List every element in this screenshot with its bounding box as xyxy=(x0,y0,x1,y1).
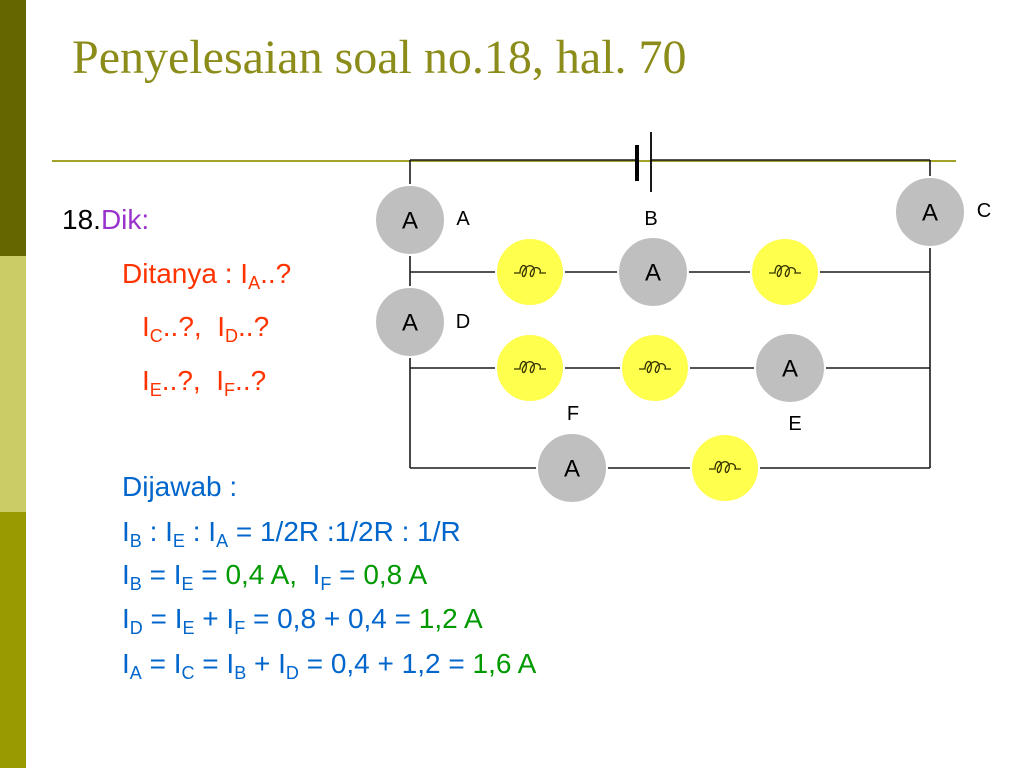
ammeter-label: A xyxy=(402,310,418,337)
eq-subscript: A xyxy=(129,663,142,683)
eq-term: : I xyxy=(184,516,217,547)
eq-term: + I xyxy=(246,648,286,679)
q-ic: I xyxy=(142,311,150,342)
answer-line-4: IA = IC = IB + ID = 0,4 + 1,2 = 1,6 A xyxy=(122,648,537,683)
sidebar-band-light xyxy=(0,256,26,512)
answer-line-2: IB = IE = 0,4 A, IF = 0,8 A xyxy=(122,559,428,594)
q-ic-sub: C xyxy=(149,326,163,346)
eq-subscript: F xyxy=(234,618,246,638)
ammeter-label: A xyxy=(645,260,661,287)
eq-term: I xyxy=(122,516,130,547)
eq-subscript: A xyxy=(216,531,229,551)
eq-term: = 1/2R :1/2R : 1/R xyxy=(228,516,461,547)
eq-term: = 0,8 + 0,4 = xyxy=(245,603,419,634)
ammeter-icon: A xyxy=(754,332,826,404)
title-underline xyxy=(52,160,956,162)
eq-term: = I xyxy=(141,559,182,590)
q-id-sub: D xyxy=(225,326,239,346)
eq-term: 0,8 A xyxy=(363,559,428,590)
node-label-d: D xyxy=(456,311,470,333)
eq-term: I xyxy=(122,603,130,634)
eq-term: I xyxy=(122,559,130,590)
eq-term: = 0,4 + 1,2 = xyxy=(298,648,473,679)
ammeter-icon: A xyxy=(374,286,446,358)
node-label-b: B xyxy=(644,208,657,230)
bulb-icon xyxy=(495,333,565,403)
eq-subscript: F xyxy=(320,574,332,594)
question-line-2: IC..?, ID..? xyxy=(142,311,270,346)
bulb-icon xyxy=(620,333,690,403)
eq-term: 1,6 A xyxy=(472,648,537,679)
eq-term: + I xyxy=(194,603,235,634)
ammeter-icon: A xyxy=(894,176,966,248)
ammeter-label: A xyxy=(402,208,418,235)
ditanya-sub: A xyxy=(248,273,261,293)
eq-subscript: B xyxy=(234,663,247,683)
eq-term: = xyxy=(193,559,226,590)
problem-block: 18.Dik: xyxy=(62,206,149,234)
eq-term: = I xyxy=(142,603,183,634)
eq-term: = xyxy=(331,559,364,590)
answer-line-1: IB : IE : IA = 1/2R :1/2R : 1/R xyxy=(122,516,461,551)
sidebar-band-dark xyxy=(0,0,26,256)
q-id: I xyxy=(217,311,226,342)
bulb-icon xyxy=(750,237,820,307)
node-label-c: C xyxy=(977,200,991,222)
q-if-rest: ..? xyxy=(235,365,267,396)
q-ie-rest: ..?, xyxy=(161,365,217,396)
battery-icon xyxy=(635,132,652,192)
eq-term: 0,4 A, xyxy=(225,559,313,590)
eq-subscript: E xyxy=(181,574,194,594)
slide-title: Penyelesaian soal no.18, hal. 70 xyxy=(72,31,687,84)
eq-subscript: D xyxy=(129,618,143,638)
bulb-icon xyxy=(495,237,565,307)
eq-subscript: D xyxy=(285,663,299,683)
eq-subscript: C xyxy=(181,663,195,683)
node-label-e: E xyxy=(788,413,801,435)
ammeter-label: A xyxy=(564,456,580,483)
ditanya-prefix: Ditanya : I xyxy=(122,258,249,289)
eq-subscript: B xyxy=(129,531,142,551)
eq-term: : I xyxy=(141,516,173,547)
eq-term: I xyxy=(312,559,321,590)
eq-subscript: B xyxy=(129,574,142,594)
eq-term: = I xyxy=(141,648,182,679)
q-ic-rest: ..?, xyxy=(162,311,218,342)
ammeter-icon: A xyxy=(617,236,689,308)
node-label-f: F xyxy=(567,403,579,425)
q-if: I xyxy=(216,365,225,396)
ammeter-icon: A xyxy=(374,184,446,256)
q-ie-sub: E xyxy=(149,380,162,400)
q-id-rest: ..? xyxy=(238,311,270,342)
bulb-icon xyxy=(690,433,760,503)
ditanya-suffix: ..? xyxy=(260,258,292,289)
ditanya-line: Ditanya : IA..? xyxy=(122,258,292,293)
ammeter-label: A xyxy=(922,200,938,227)
node-label-a: A xyxy=(456,208,470,230)
sidebar-band-mid xyxy=(0,512,26,768)
q-ie: I xyxy=(142,365,150,396)
ammeter-label: A xyxy=(782,356,798,383)
problem-number: 18. xyxy=(62,204,101,235)
question-line-3: IE..?, IF..? xyxy=(142,365,267,400)
eq-term: = I xyxy=(194,648,235,679)
ammeter-icon: A xyxy=(536,432,608,504)
eq-term: I xyxy=(122,648,130,679)
q-if-sub: F xyxy=(224,380,236,400)
eq-term: 1,2 A xyxy=(418,603,483,634)
answer-line-3: ID = IE + IF = 0,8 + 0,4 = 1,2 A xyxy=(122,603,483,638)
eq-subscript: E xyxy=(182,618,195,638)
dijawab-label: Dijawab : xyxy=(122,471,238,502)
eq-subscript: E xyxy=(172,531,185,551)
dik-label: Dik: xyxy=(100,204,150,235)
